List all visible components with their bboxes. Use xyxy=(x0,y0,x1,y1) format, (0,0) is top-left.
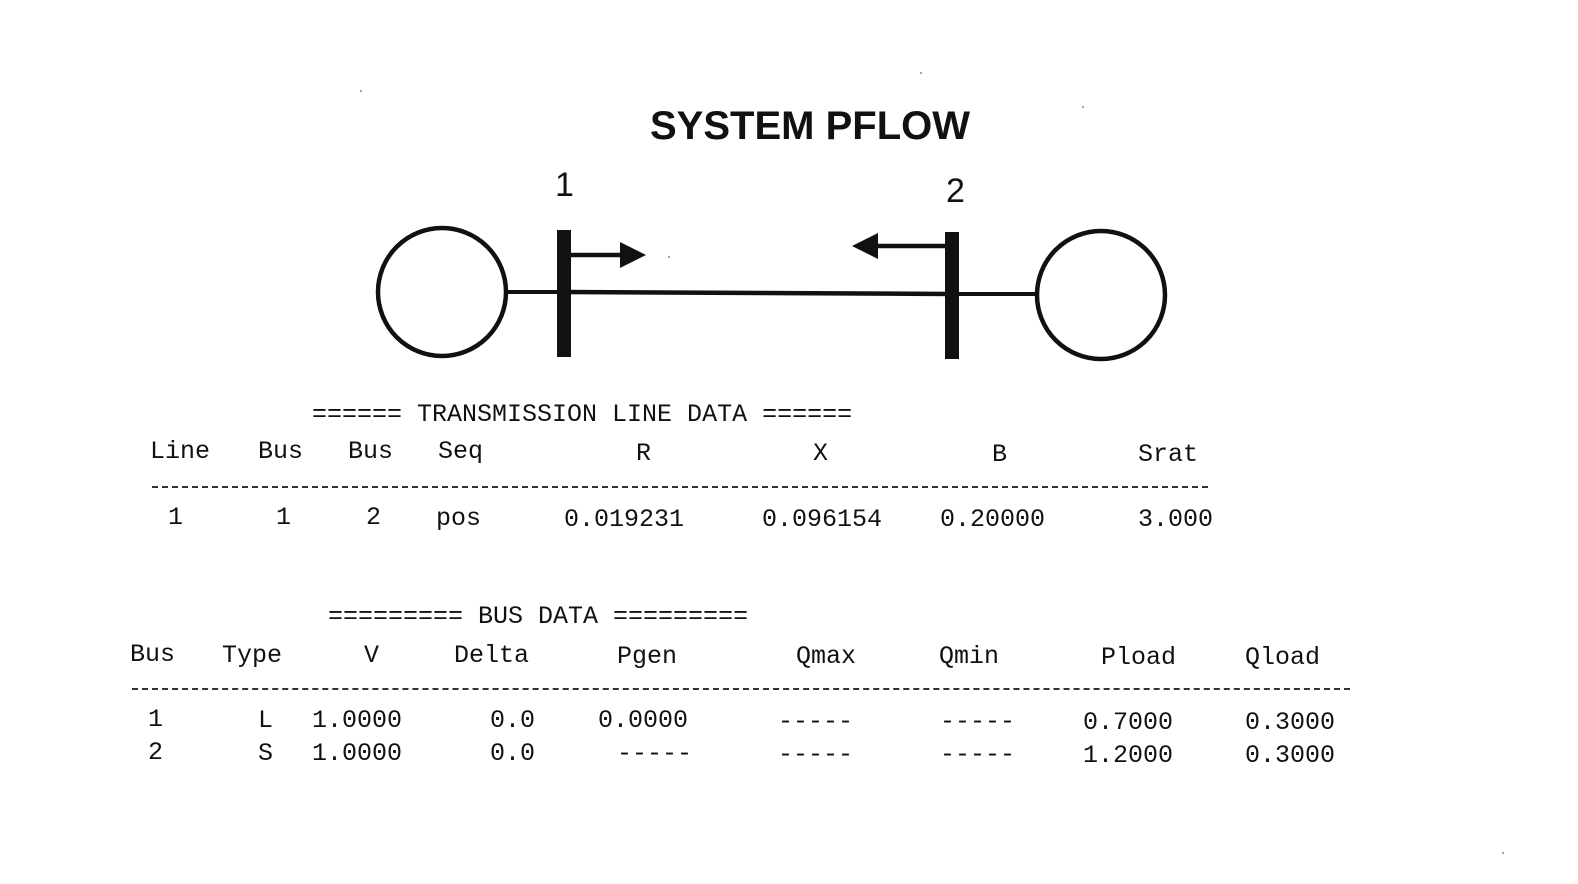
line-cell-seq: pos xyxy=(436,504,482,533)
bus-cell-v: 1.0000 xyxy=(312,739,403,768)
bus-cell-delta: 0.0 xyxy=(490,706,536,735)
scan-speck xyxy=(920,72,922,74)
line-col-r: R xyxy=(636,439,652,468)
line-cell-r: 0.019231 xyxy=(564,505,685,534)
bus-table-rule xyxy=(132,688,1350,690)
bus-cell-type: L xyxy=(258,706,274,735)
line-cell-bus-to: 2 xyxy=(366,503,382,532)
flow-arrow-2-icon xyxy=(876,243,951,290)
line-cell-b: 0.20000 xyxy=(940,505,1046,534)
line-cell-bus-from: 1 xyxy=(276,503,292,532)
line-cell-line: 1 xyxy=(168,503,184,532)
bus-col-qload: Qload xyxy=(1245,643,1321,672)
generator-1-icon xyxy=(375,225,509,359)
bus-cell-type: S xyxy=(258,739,274,768)
generator-2-icon xyxy=(1034,228,1168,362)
bus-cell-v: 1.0000 xyxy=(312,706,403,735)
line-col-seq: Seq xyxy=(438,437,484,466)
scan-speck xyxy=(360,90,362,92)
scan-speck xyxy=(1502,852,1504,854)
line-table-rule xyxy=(152,486,1208,488)
scan-speck xyxy=(1082,106,1084,108)
scan-speck xyxy=(668,256,670,258)
bus-cell-qload: 0.3000 xyxy=(1245,708,1336,737)
bus-cell-delta: 0.0 xyxy=(490,739,536,768)
bus-cell-qmin: ----- xyxy=(940,707,1016,736)
line-cell-x: 0.096154 xyxy=(762,505,883,534)
bus-cell-bus: 1 xyxy=(148,705,164,734)
bus-col-v: V xyxy=(364,641,380,670)
bus-cell-bus: 2 xyxy=(148,738,164,767)
flow-arrow-1-head-icon xyxy=(620,242,646,268)
bus-col-pload: Pload xyxy=(1101,643,1177,672)
bus-cell-pload: 0.7000 xyxy=(1083,708,1174,737)
line-col-srat: Srat xyxy=(1138,440,1199,469)
bus-col-delta: Delta xyxy=(454,641,530,670)
line-col-x: X xyxy=(813,439,829,468)
bus-cell-qload: 0.3000 xyxy=(1245,741,1336,770)
bus-col-qmax: Qmax xyxy=(796,642,857,671)
flow-arrow-1-icon xyxy=(565,252,622,290)
bus-col-type: Type xyxy=(222,641,283,670)
line-col-line: Line xyxy=(150,437,211,466)
line-col-bus-to: Bus xyxy=(348,437,394,466)
bus-1-bar xyxy=(557,230,571,357)
line-col-b: B xyxy=(992,440,1008,469)
bus-col-pgen: Pgen xyxy=(617,642,678,671)
bus-table-heading: ========= BUS DATA ========= xyxy=(328,602,749,631)
bus-cell-qmax: ----- xyxy=(778,707,854,736)
bus-col-bus: Bus xyxy=(130,640,176,669)
bus-cell-pgen: 0.0000 xyxy=(598,706,689,735)
bus-2-label: 2 xyxy=(946,172,965,210)
flow-arrow-2-head-icon xyxy=(852,233,878,259)
bus-cell-qmax: ----- xyxy=(778,740,854,769)
transmission-line xyxy=(563,289,953,297)
diagram-title: SYSTEM PFLOW xyxy=(650,104,970,148)
line-col-bus-from: Bus xyxy=(258,437,304,466)
bus-cell-qmin: ----- xyxy=(940,740,1016,769)
bus-cell-pgen: ----- xyxy=(617,739,693,768)
bus-col-qmin: Qmin xyxy=(939,642,1000,671)
line-table-heading: ====== TRANSMISSION LINE DATA ====== xyxy=(312,400,853,429)
line-cell-srat: 3.000 xyxy=(1138,505,1214,534)
bus-1-label: 1 xyxy=(555,166,574,204)
bus-cell-pload: 1.2000 xyxy=(1083,741,1174,770)
